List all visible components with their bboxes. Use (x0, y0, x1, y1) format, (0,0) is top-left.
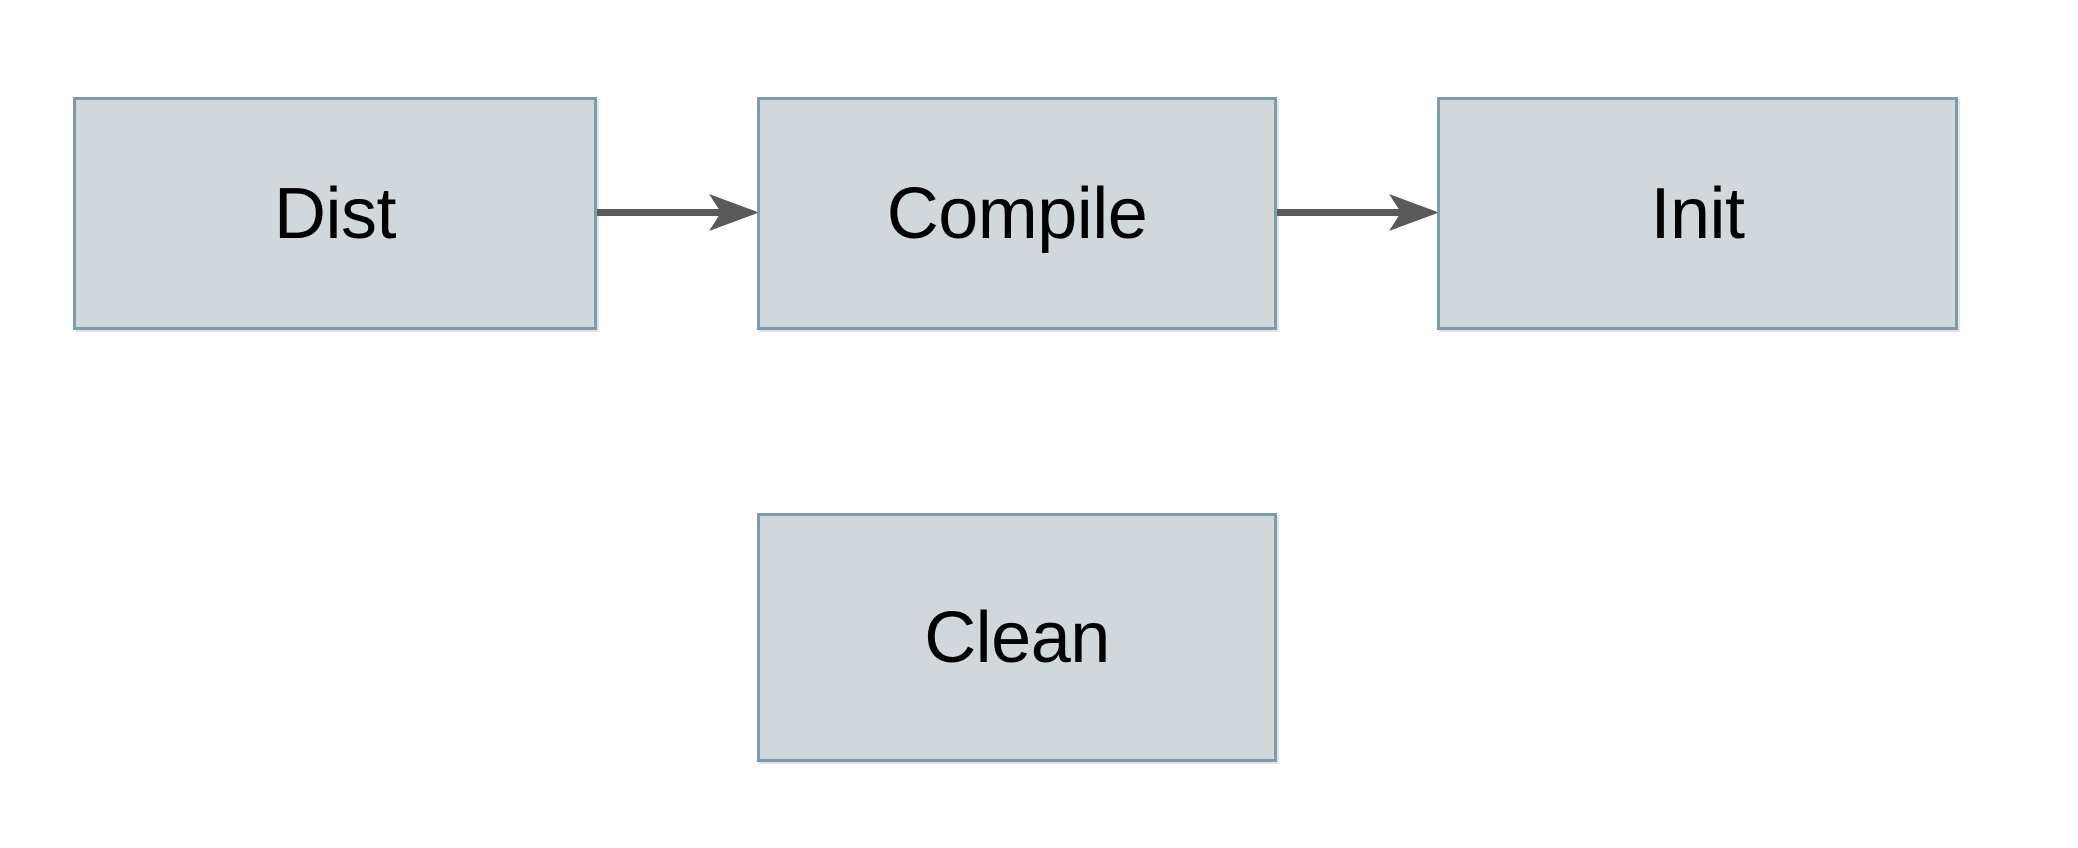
arrow-head-icon (1389, 194, 1439, 231)
node-clean[interactable]: Clean (757, 513, 1277, 762)
node-dist[interactable]: Dist (73, 97, 597, 330)
node-compile[interactable]: Compile (757, 97, 1277, 330)
node-clean-label: Clean (924, 597, 1110, 678)
edge-compile-to-init[interactable] (1277, 188, 1439, 238)
arrow-shaft-icon (597, 209, 727, 216)
arrow-shaft-icon (1277, 209, 1407, 216)
node-compile-label: Compile (886, 173, 1148, 254)
node-init-label: Init (1650, 173, 1745, 254)
node-init[interactable]: Init (1437, 97, 1958, 330)
arrow-head-icon (709, 194, 759, 231)
node-dist-label: Dist (274, 173, 397, 254)
edge-dist-to-compile[interactable] (597, 188, 759, 238)
